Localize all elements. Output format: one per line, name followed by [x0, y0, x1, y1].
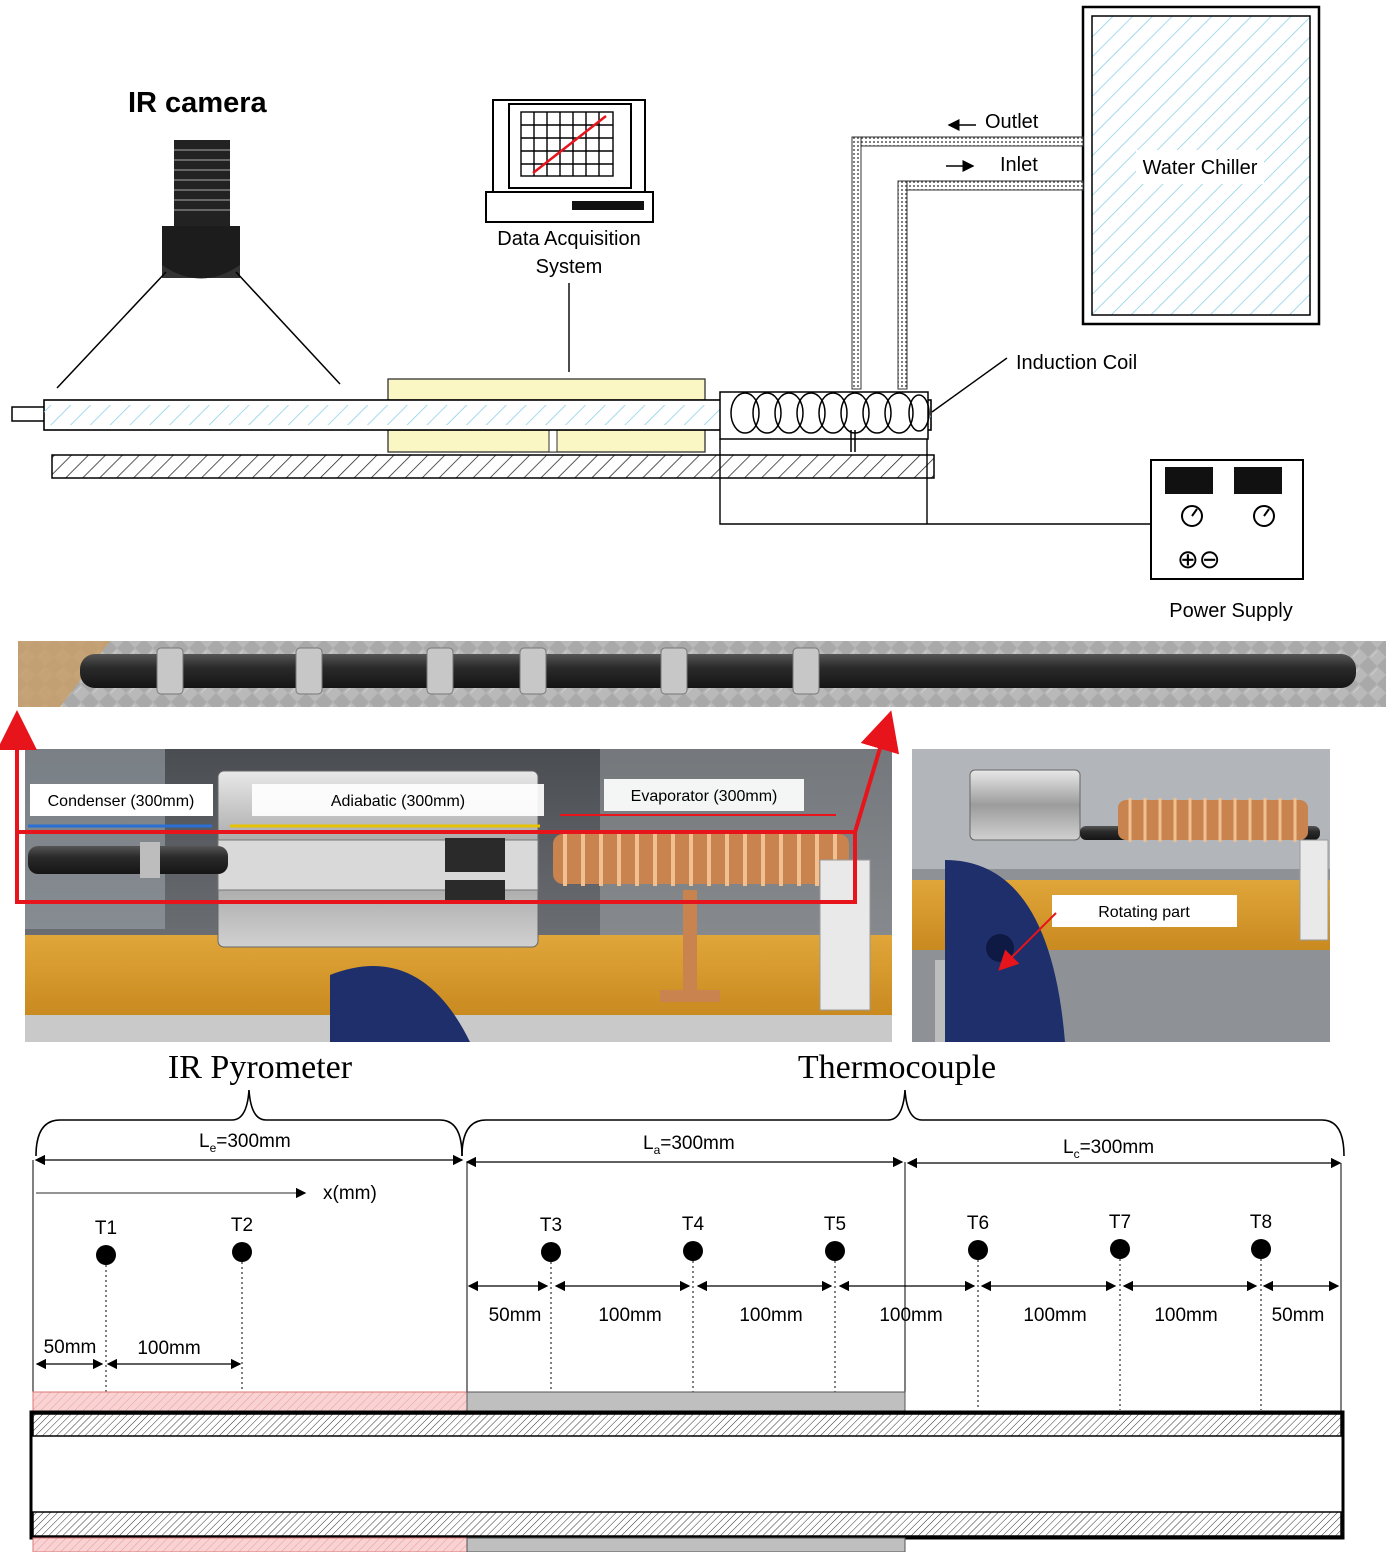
photo-main-apparatus: Condenser (300mm) Adiabatic (300mm) Evap… — [17, 749, 892, 1042]
power-wire — [720, 439, 1151, 524]
evaporator-zone-bottom — [33, 1538, 467, 1552]
sensor-t4: T4 — [682, 1214, 705, 1410]
ir-camera-icon — [162, 140, 240, 279]
rotating-part-label: Rotating part — [1098, 904, 1190, 921]
adiabatic-block-bottom — [388, 430, 705, 452]
daq-label-line2: System — [536, 256, 603, 278]
camera-view-right — [236, 272, 340, 384]
sensor-dot — [968, 1240, 988, 1260]
sensor-t5: T5 — [824, 1214, 846, 1410]
pipe-end-cap — [12, 407, 46, 421]
spacing-right-4: 100mm — [879, 1305, 942, 1326]
sensor-t6: T6 — [967, 1213, 989, 1410]
adiabatic-label: Adiabatic (300mm) — [331, 793, 465, 810]
water-chiller-label: Water Chiller — [1143, 157, 1258, 179]
sensor-dot — [541, 1242, 561, 1262]
spacing-right-2: 100mm — [598, 1305, 661, 1326]
induction-coil-leader — [932, 358, 1007, 412]
sensor-dot — [1251, 1239, 1271, 1259]
thermocouple-label: Thermocouple — [798, 1049, 996, 1086]
sensor-t3: T3 — [540, 1215, 562, 1410]
sensor-label: T7 — [1109, 1212, 1131, 1233]
spacing-right-5: 100mm — [1023, 1305, 1086, 1326]
sensor-dot — [96, 1245, 116, 1265]
induction-coil-icon — [720, 392, 929, 452]
induction-coil-label: Induction Coil — [1016, 352, 1137, 374]
sensor-label: T8 — [1250, 1212, 1272, 1233]
spacing-right-3: 100mm — [739, 1305, 802, 1326]
sensor-t8: T8 — [1250, 1212, 1272, 1410]
photo-pipe-strip — [18, 641, 1386, 707]
sensor-label: T4 — [682, 1214, 705, 1235]
pipe-wall-bottom — [33, 1512, 1341, 1536]
outlet-label: Outlet — [985, 111, 1039, 133]
sensor-layer: T1 T2 T3 T4 T5 T6 T7 T8 — [95, 1212, 1272, 1410]
adiabatic-zone-top — [467, 1392, 905, 1413]
pipe-wall-top — [33, 1414, 1341, 1436]
sensor-label: T2 — [231, 1215, 253, 1236]
sensor-dot — [683, 1241, 703, 1261]
camera-view-left — [57, 272, 166, 388]
power-polarity-symbols: ⊕⊖ — [1177, 544, 1221, 574]
evaporator-zone-top — [33, 1392, 467, 1413]
ir-camera-label: IR camera — [128, 87, 268, 119]
sensor-label: T6 — [967, 1213, 989, 1234]
inlet-label: Inlet — [1000, 154, 1038, 176]
thermocouple-brace — [462, 1090, 1344, 1156]
power-supply-label: Power Supply — [1169, 600, 1292, 622]
photo-rotating-apparatus: Rotating part — [912, 749, 1330, 1042]
spacing-right-6: 100mm — [1154, 1305, 1217, 1326]
x-axis-label: x(mm) — [323, 1183, 377, 1204]
base-plate — [52, 455, 934, 478]
data-acquisition-computer-icon — [486, 100, 653, 222]
sensor-label: T5 — [824, 1214, 846, 1235]
ir-pyrometer-label: IR Pyrometer — [168, 1049, 353, 1086]
adiabatic-zone-bottom — [467, 1538, 905, 1552]
adiabatic-block-top — [388, 379, 705, 400]
sensor-t1: T1 — [95, 1218, 117, 1410]
spacing-left-1: 50mm — [44, 1337, 97, 1358]
spacing-right-1: 50mm — [489, 1305, 542, 1326]
schematic: IR camera — [12, 7, 1319, 622]
evaporator-label: Evaporator (300mm) — [631, 788, 778, 805]
sensor-dot — [825, 1241, 845, 1261]
daq-label-line1: Data Acquisition — [497, 228, 640, 250]
adiabatic-length-label: La=300mm — [643, 1133, 735, 1157]
evaporator-length-label: Le=300mm — [199, 1131, 291, 1155]
spacing-right-7: 50mm — [1272, 1305, 1325, 1326]
condenser-label: Condenser (300mm) — [48, 793, 195, 810]
sensor-t2: T2 — [231, 1215, 253, 1410]
condenser-length-label: Lc=300mm — [1063, 1137, 1154, 1161]
sensor-dot — [1110, 1239, 1130, 1259]
pipe-photo-rod — [80, 654, 1356, 688]
spacing-left-2: 100mm — [137, 1338, 200, 1359]
sensor-label: T1 — [95, 1218, 117, 1239]
sensor-label: T3 — [540, 1215, 562, 1236]
sensor-dot — [232, 1242, 252, 1262]
sensor-t7: T7 — [1109, 1212, 1131, 1410]
measurement-layout: IR Pyrometer Thermocouple Le=300mm La=30… — [31, 1049, 1344, 1552]
